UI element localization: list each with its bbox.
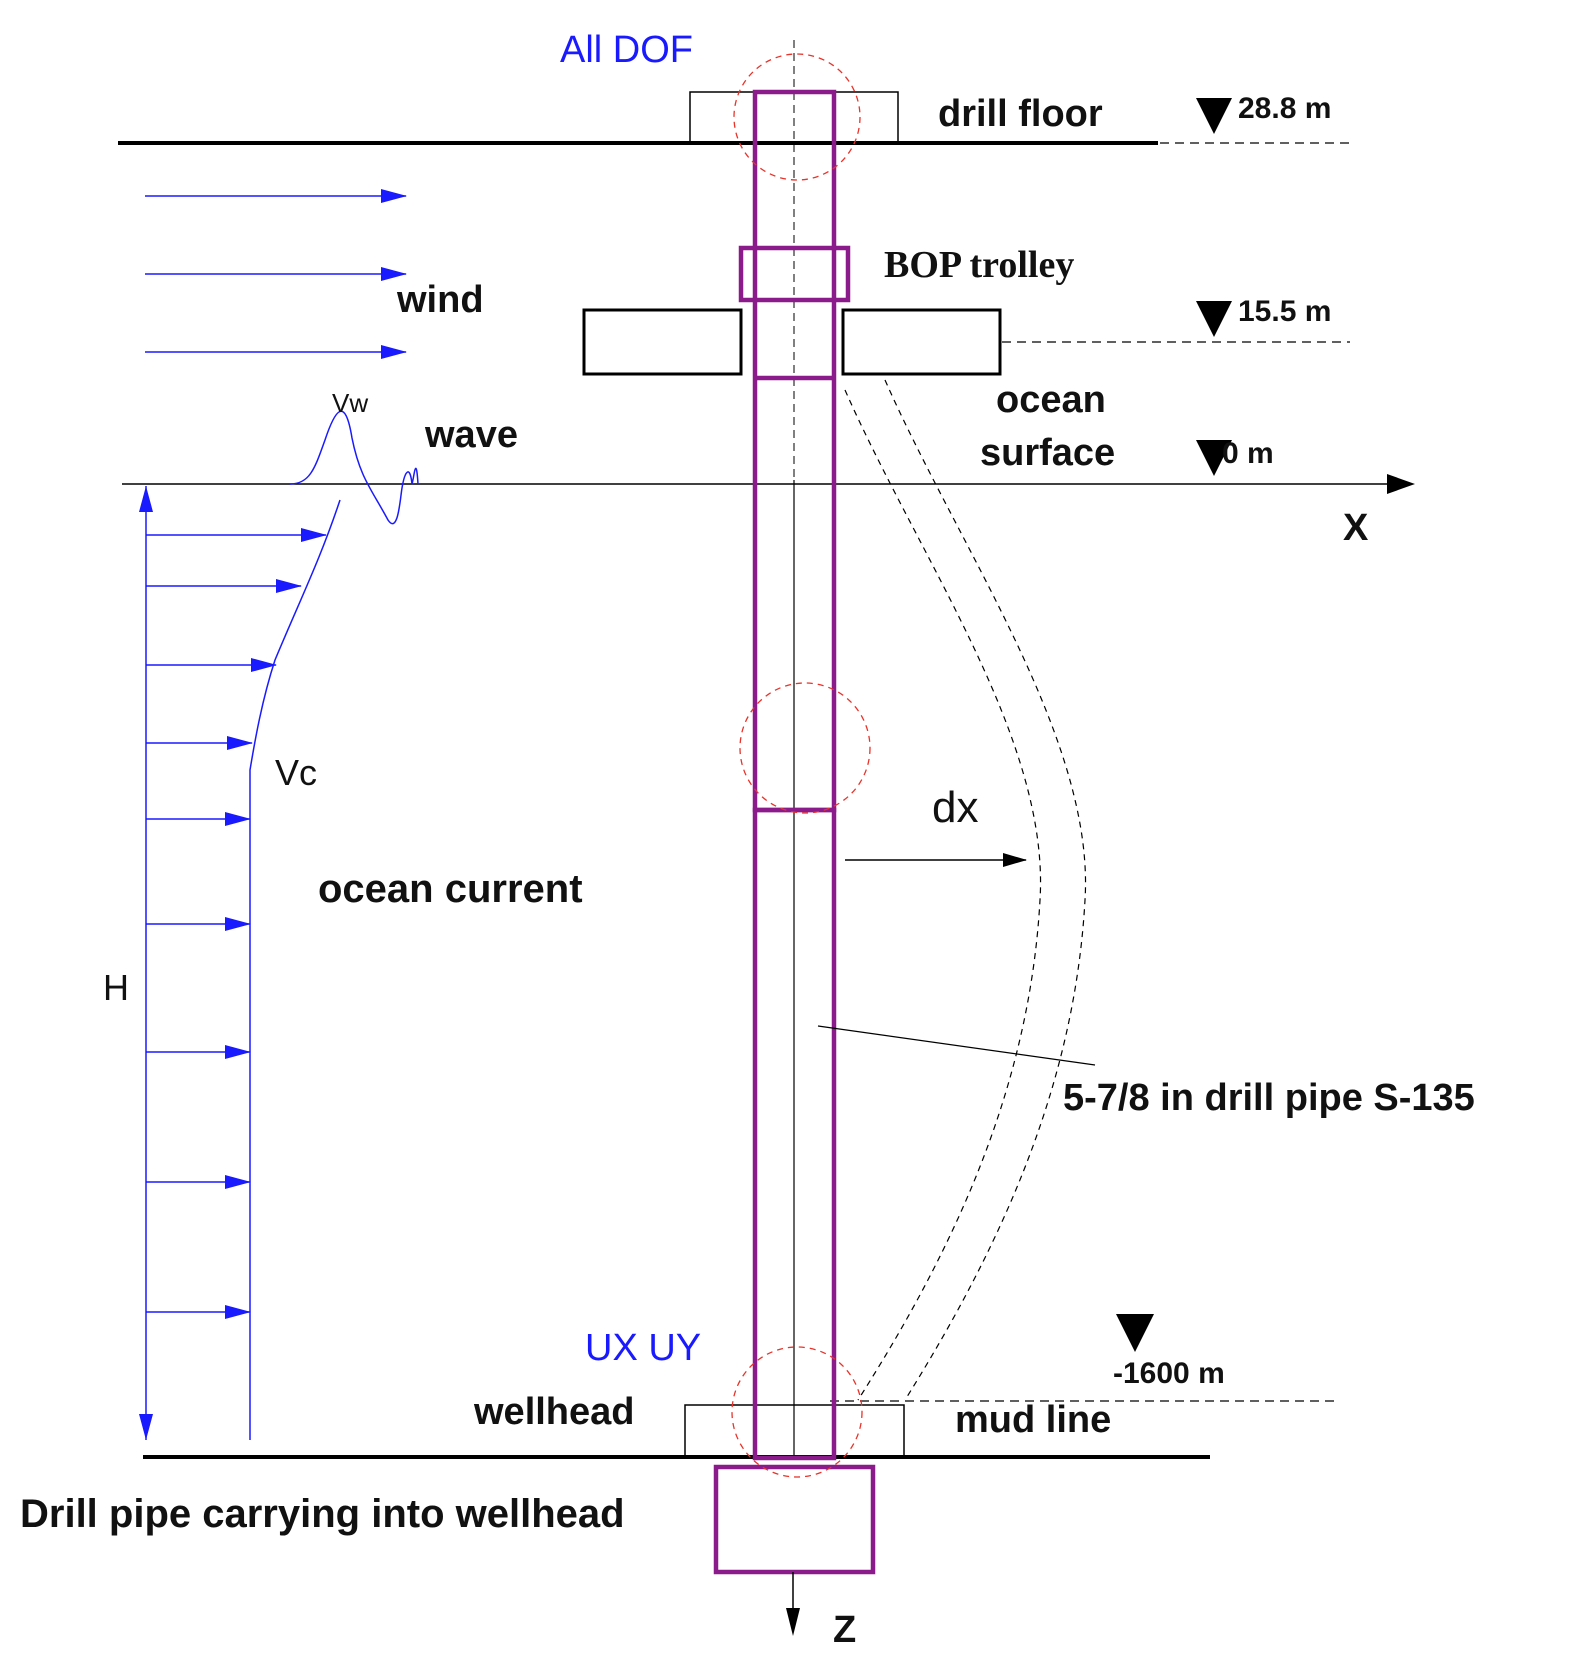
mud-line-label: mud line xyxy=(955,1399,1111,1441)
drill-pipe-label: 5-7/8 in drill pipe S-135 xyxy=(1063,1077,1475,1119)
depth-h-bottom-arrowhead xyxy=(139,1414,153,1440)
x-axis-arrowhead xyxy=(1387,474,1415,494)
bop-trolley-label: BOP trolley xyxy=(884,244,1074,286)
vw-label: Vw xyxy=(332,388,368,418)
ocean-current-label: ocean current xyxy=(318,867,583,911)
ux-uy-label: UX UY xyxy=(585,1327,701,1369)
pipe-below-mudline-block xyxy=(713,1464,876,1575)
all-dof-label: All DOF xyxy=(560,29,693,71)
bop-collar xyxy=(738,245,851,303)
deflected-shape-outer-curve xyxy=(884,379,1087,1401)
elevation-bop-trolley-label: 15.5 m xyxy=(1238,295,1331,328)
drill-pipe-leader-line xyxy=(817,1025,1096,1066)
wave-label: wave xyxy=(424,414,518,456)
dashed-circle-icon xyxy=(739,682,871,814)
wellhead-label: wellhead xyxy=(473,1391,635,1433)
current-arrows xyxy=(146,528,327,1319)
drill-floor-label: drill floor xyxy=(938,93,1103,135)
depth-h-label: H xyxy=(103,967,129,1008)
downward-triangle-icon xyxy=(1116,1314,1154,1352)
carrying-label: Drill pipe carrying into wellhead xyxy=(20,1492,625,1536)
elevation-ocean-surface-label: 0 m xyxy=(1222,437,1274,470)
dashed-circle-icon xyxy=(733,53,861,181)
x-axis-label: X xyxy=(1343,507,1369,549)
z-axis-arrowhead xyxy=(786,1608,800,1636)
dx-label: dx xyxy=(932,783,978,832)
ocean-surface-label-line2: surface xyxy=(980,432,1115,474)
elevation-mud-line-label: -1600 m xyxy=(1113,1357,1225,1390)
wave-profile xyxy=(289,410,419,525)
dashed-circle-icon xyxy=(731,1346,863,1478)
z-axis-label: Z xyxy=(833,1609,856,1651)
elevation-drill-floor-label: 28.8 m xyxy=(1238,92,1331,125)
vc-label: Vc xyxy=(275,752,317,793)
wind-label: wind xyxy=(396,279,484,321)
downward-triangle-icon xyxy=(1196,440,1232,476)
bop-trolley-left-box xyxy=(582,308,743,376)
deflected-shape-inner-curve xyxy=(844,389,1042,1401)
depth-h-top-arrowhead xyxy=(139,486,153,512)
drill-pipe-lower-section xyxy=(752,807,837,1461)
current-velocity-profile xyxy=(249,499,341,1440)
ocean-surface-label-line1: ocean xyxy=(996,379,1106,421)
downward-triangle-icon xyxy=(1196,98,1232,134)
downward-triangle-icon xyxy=(1196,301,1232,337)
bop-trolley-right-box xyxy=(841,308,1002,376)
